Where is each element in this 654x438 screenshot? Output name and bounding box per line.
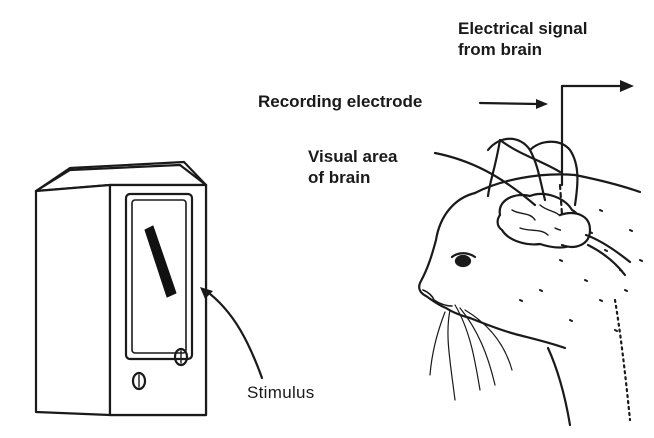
stimulus-arrow xyxy=(200,287,264,380)
recording-electrode-pointer xyxy=(478,99,548,109)
electrode-wire-icon xyxy=(486,80,634,277)
bar-stimulus xyxy=(144,225,177,298)
signal-label-line2: from brain xyxy=(458,40,543,59)
visual-label-line1: Visual area xyxy=(308,147,398,166)
visual-label-line2: of brain xyxy=(308,168,371,187)
signal-label: Electrical signal from brain xyxy=(458,18,587,60)
signal-label-line1: Electrical signal xyxy=(458,19,588,38)
stimulus-label: Stimulus xyxy=(247,383,315,402)
cat-head-icon xyxy=(418,138,643,427)
recording-electrode-label: Recording electrode xyxy=(258,92,423,111)
visual-area-pointer xyxy=(433,151,537,207)
visual-area-label: Visual area of brain xyxy=(308,146,397,188)
monitor-icon xyxy=(34,160,208,417)
brain-visual-area-icon xyxy=(496,192,592,249)
